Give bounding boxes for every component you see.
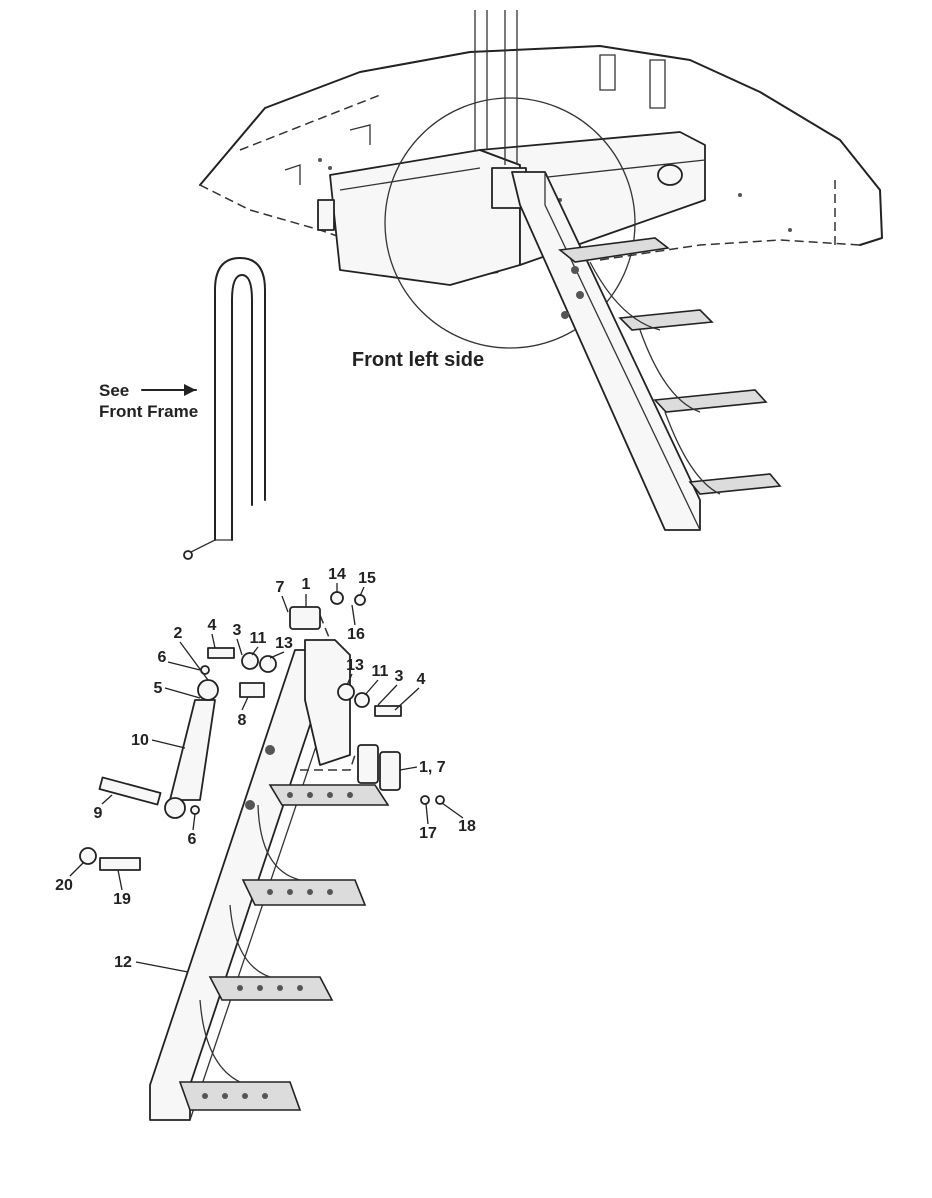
handrail-illustration bbox=[183, 257, 266, 560]
tread-holes bbox=[202, 792, 353, 1099]
callout-7: 7 bbox=[276, 579, 285, 596]
callout-labels: 1 2 3 4 5 6 7 8 9 10 11 12 13 14 15 16 1… bbox=[55, 566, 476, 971]
callout-20: 20 bbox=[55, 877, 73, 894]
callout-4-right: 4 bbox=[417, 671, 426, 688]
callout-6: 6 bbox=[158, 649, 167, 666]
callout-11: 11 bbox=[250, 630, 267, 647]
callout-15: 15 bbox=[358, 570, 376, 587]
callout-1-7: 1, 7 bbox=[419, 759, 446, 776]
callout-1: 1 bbox=[302, 576, 311, 593]
callout-10: 10 bbox=[131, 732, 149, 749]
see-arrow bbox=[141, 384, 197, 396]
callout-13: 13 bbox=[275, 635, 293, 652]
callout-14: 14 bbox=[328, 566, 346, 583]
callout-17: 17 bbox=[419, 825, 437, 842]
callout-8: 8 bbox=[238, 712, 247, 729]
callout-11-right: 11 bbox=[372, 663, 389, 680]
callout-19: 19 bbox=[113, 891, 131, 908]
callout-18: 18 bbox=[458, 818, 476, 835]
upper-ladder-illustration bbox=[511, 171, 782, 531]
callout-5: 5 bbox=[154, 680, 163, 697]
leader-lines bbox=[69, 583, 464, 973]
callout-6-lower: 6 bbox=[188, 831, 197, 848]
callout-12: 12 bbox=[114, 954, 132, 971]
detail-circle bbox=[384, 97, 636, 349]
detail-caption: Front left side bbox=[352, 349, 484, 371]
callout-16: 16 bbox=[347, 626, 365, 643]
callout-3: 3 bbox=[233, 622, 242, 639]
callout-9: 9 bbox=[94, 805, 103, 822]
callout-3-right: 3 bbox=[395, 668, 404, 685]
front-frame-label: Front Frame bbox=[99, 402, 198, 421]
see-label: See bbox=[99, 381, 129, 400]
callout-13-right: 13 bbox=[346, 657, 364, 674]
exploded-ladder-illustration bbox=[79, 591, 445, 1121]
callout-2: 2 bbox=[174, 625, 183, 642]
callout-4: 4 bbox=[208, 617, 217, 634]
